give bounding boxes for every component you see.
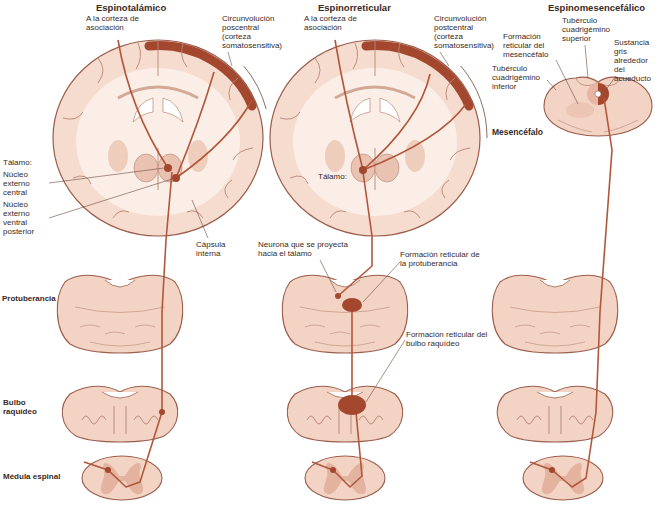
structure-label: Circunvolución poscentral (corteza somat… [222,14,286,50]
illustration-path [544,77,652,136]
nucleus-dot [105,164,555,473]
illustration-path [118,40,168,168]
pathway-line [84,40,612,487]
structure-label: Circunvolución postcentral (corteza soma… [434,14,498,50]
illustration-path [440,52,449,66]
structure-label: Formación reticular de la protuberancia [400,250,484,268]
illustration-circle [330,467,336,473]
illustration-ellipse [342,298,362,312]
illustration-path [335,40,363,170]
illustration-path [530,98,612,487]
panel-title: Espinotalámico [96,2,166,13]
structure-label: Formación reticular del bulbo raquídeo [406,330,490,348]
illustration-path [84,172,172,487]
structure-label: Protuberancia [2,294,56,303]
illustration-path [312,412,362,487]
brain-section [270,40,480,236]
structure-label: Médula espinal [3,472,60,481]
structure-label: Formación reticular del mesencéfalo [503,32,557,59]
illustration-path [228,52,232,66]
structure-label: Núcleo externo ventral posterior [3,200,47,236]
panel-title: Espinorreticular [318,2,391,13]
illustration-path [558,120,638,132]
illustration-path [49,168,164,183]
illustration-circle [172,174,180,182]
structure-label: Núcleo externo central [3,170,47,197]
illustration-path [176,72,214,178]
structure-label: Tálamo: [318,172,347,181]
illustration-circle [159,409,165,415]
illustration-path [547,80,556,90]
structure-label: Tubérculo cuadrigémino inferior [492,64,546,91]
illustration-path [192,200,208,238]
structure-label: Tubérculo cuadrigémino superior [562,16,618,43]
illustration-ellipse [338,395,366,415]
structure-label: Mesencéfalo [492,128,543,137]
structure-label: Cápsula interna [196,240,240,258]
spinal-cord-section [523,456,603,500]
illustration-path [363,262,400,302]
medulla-section [62,386,177,442]
spinal-cord-section [305,456,385,500]
illustration-path [338,172,372,296]
illustration-path [244,66,266,109]
structure-label: A la corteza de asociación [304,14,366,32]
leader-line [49,45,616,402]
illustration-path [366,340,405,402]
illustration-ellipse [566,102,594,118]
illustration-circle [595,91,601,97]
structure-label: Sustancia gris alrededor del acueducto [614,38,658,83]
pons-section [282,275,407,353]
illustration-path [320,260,336,292]
midbrain-section [544,77,652,136]
illustration-path [363,104,466,170]
illustration-circle [587,83,609,105]
illustration-path [556,60,578,104]
illustration-circle [105,467,111,473]
illustration-circle [164,164,172,172]
panel-title: Espinomesencefálico [548,2,645,13]
illustration-path [585,45,588,78]
illustration-path [351,310,353,398]
illustration-circle [335,293,341,299]
medulla-section [287,386,402,442]
illustration-circle [549,467,555,473]
structure-label: Tálamo: [3,158,32,167]
structure-label: Bulbo raquídeo [3,398,47,416]
illustration-path [176,100,252,178]
illustration-path [49,179,172,218]
illustration-path [461,66,487,138]
illustration-circle [359,166,367,174]
spinal-cord-section [82,456,162,500]
structure-label: Neurona que se proyecta hacia el tálamo [258,240,354,258]
structure-label: A la corteza de asociación [86,14,148,32]
cortex-bracket [244,66,487,138]
